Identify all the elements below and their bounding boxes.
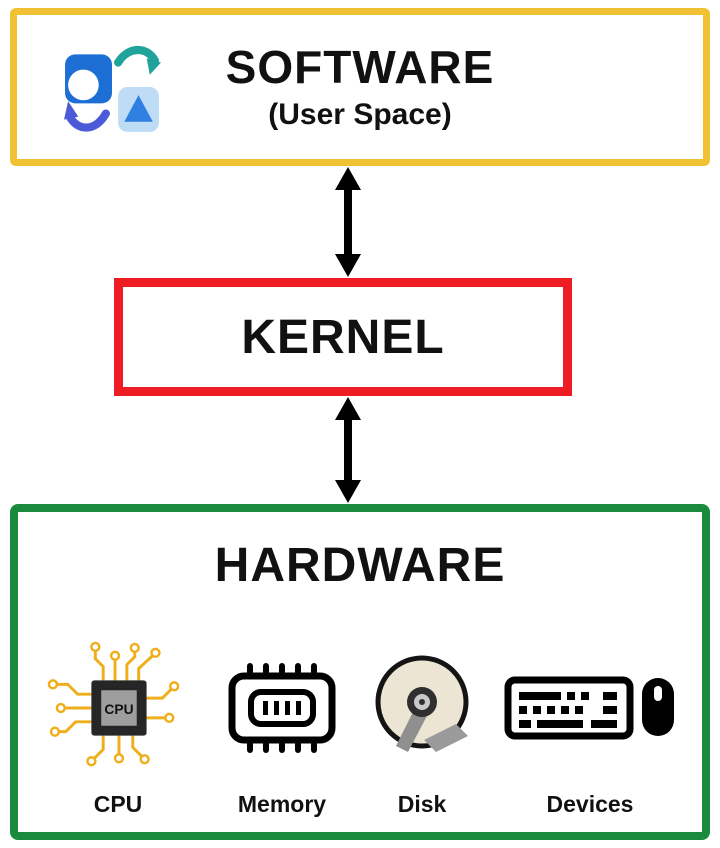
software-kernel-arrow bbox=[330, 167, 366, 277]
kernel-layer-box: KERNEL bbox=[114, 278, 572, 396]
hard-disk-icon bbox=[372, 633, 472, 783]
component-label-disk: Disk bbox=[397, 791, 447, 817]
cpu-chip-icon: CPU bbox=[44, 633, 192, 783]
component-memory: Memory bbox=[224, 633, 340, 818]
kernel-title: KERNEL bbox=[241, 310, 445, 364]
hardware-components-row: CPU CPU bbox=[18, 633, 702, 818]
memory-module-icon bbox=[224, 633, 340, 783]
software-subtitle: (User Space) bbox=[268, 98, 452, 132]
keyboard-mouse-icon bbox=[504, 633, 676, 783]
software-sync-icon bbox=[63, 38, 161, 136]
cpu-chip-label: CPU bbox=[104, 702, 133, 717]
component-cpu: CPU CPU bbox=[44, 633, 192, 818]
component-disk: Disk bbox=[372, 633, 472, 818]
component-label-memory: Memory bbox=[237, 791, 327, 817]
software-title: SOFTWARE bbox=[225, 41, 495, 94]
software-layer-box: SOFTWARE (User Space) bbox=[10, 8, 710, 166]
hardware-layer-box: HARDWARE bbox=[10, 504, 710, 840]
component-devices: Devices bbox=[504, 633, 676, 818]
component-label-devices: Devices bbox=[546, 791, 634, 817]
component-label-cpu: CPU bbox=[93, 791, 143, 817]
kernel-hardware-arrow bbox=[330, 397, 366, 503]
hardware-title: HARDWARE bbox=[214, 539, 506, 592]
